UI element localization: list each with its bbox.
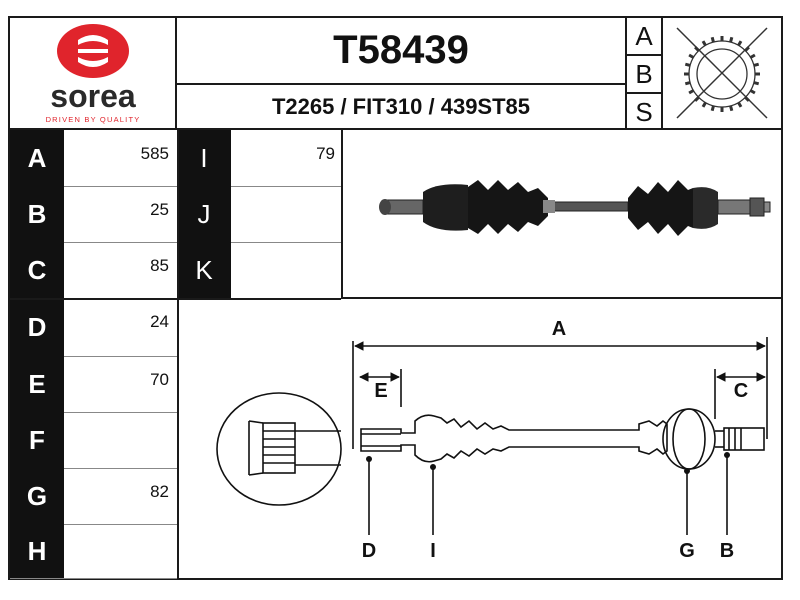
dimension-letter: A — [10, 130, 64, 186]
dimension-value — [64, 412, 169, 426]
dimension-value — [231, 186, 335, 200]
logo-s-mark — [78, 35, 108, 67]
dimension-letter: H — [10, 524, 64, 578]
shaft — [547, 201, 629, 212]
dimension-letter: E — [10, 356, 64, 412]
dimension-row-g: G 82 — [10, 468, 177, 525]
dimension-value — [231, 242, 335, 256]
divider — [177, 130, 179, 300]
dimension-value: 25 — [150, 200, 169, 219]
dimension-row-e: E 70 — [10, 356, 177, 413]
divider — [10, 298, 177, 300]
dimension-value: 82 — [150, 482, 169, 501]
dimension-value: 585 — [140, 144, 169, 163]
brand-logo: sorea DRIVEN BY QUALITY — [10, 18, 177, 130]
dimension-row-j: J — [177, 186, 341, 243]
dimension-row-a: A 585 — [10, 130, 177, 187]
right-joint-outline — [662, 408, 716, 470]
technical-drawing: A E C D I G B — [177, 299, 781, 578]
label-i: I — [430, 540, 436, 562]
part-number: T58439 — [177, 18, 627, 85]
dimension-value: 79 — [316, 144, 335, 163]
left-cv-joint — [423, 184, 468, 231]
right-boot — [628, 180, 693, 236]
dimension-value: 70 — [150, 370, 169, 389]
label-a: A — [552, 318, 566, 340]
brand-tagline: DRIVEN BY QUALITY — [46, 115, 141, 124]
abs-ring-crossed-icon — [663, 18, 781, 130]
dimension-row-k: K — [177, 242, 341, 299]
dimension-letter: B — [10, 186, 64, 242]
brand-name: sorea — [50, 78, 136, 114]
dimension-letter: D — [10, 298, 64, 356]
dimension-row-f: F — [10, 412, 177, 469]
spec-sheet: sorea DRIVEN BY QUALITY T58439 T2265 / F… — [8, 16, 783, 580]
dimension-value: 85 — [150, 256, 169, 275]
cross-references: T2265 / FIT310 / 439ST85 — [177, 85, 627, 130]
right-cv-joint — [693, 187, 718, 229]
abs-letter-a: A — [635, 21, 653, 51]
dimension-row-h: H — [10, 524, 177, 579]
label-g: G — [679, 540, 695, 562]
dimension-row-b: B 25 — [10, 186, 177, 243]
abs-letter-s: S — [627, 92, 661, 130]
dimension-row-i: I 79 — [177, 130, 341, 187]
dimension-letter: C — [10, 242, 64, 298]
right-stub-outline — [723, 427, 765, 451]
abs-letter-b: B — [627, 54, 661, 92]
dimension-value — [64, 524, 169, 538]
label-d: D — [362, 540, 376, 562]
label-b: B — [720, 540, 734, 562]
shaft-outline — [360, 414, 668, 463]
divider — [177, 298, 341, 300]
left-boot — [468, 180, 548, 234]
dimension-row-c: C 85 — [10, 242, 177, 299]
label-c: C — [734, 380, 748, 402]
dimension-letter: J — [177, 186, 231, 242]
right-stub — [717, 199, 751, 215]
dimension-letter: F — [10, 412, 64, 468]
dimension-letter: G — [10, 468, 64, 524]
spline-detail-circle — [216, 392, 342, 506]
dimension-letter: I — [177, 130, 231, 186]
product-photo — [341, 130, 781, 299]
abs-indicator: A B S — [627, 18, 663, 130]
dimension-letter: K — [177, 242, 231, 298]
dimension-value: 24 — [150, 312, 169, 331]
dimension-row-d: D 24 — [10, 298, 177, 357]
label-e: E — [374, 380, 387, 402]
